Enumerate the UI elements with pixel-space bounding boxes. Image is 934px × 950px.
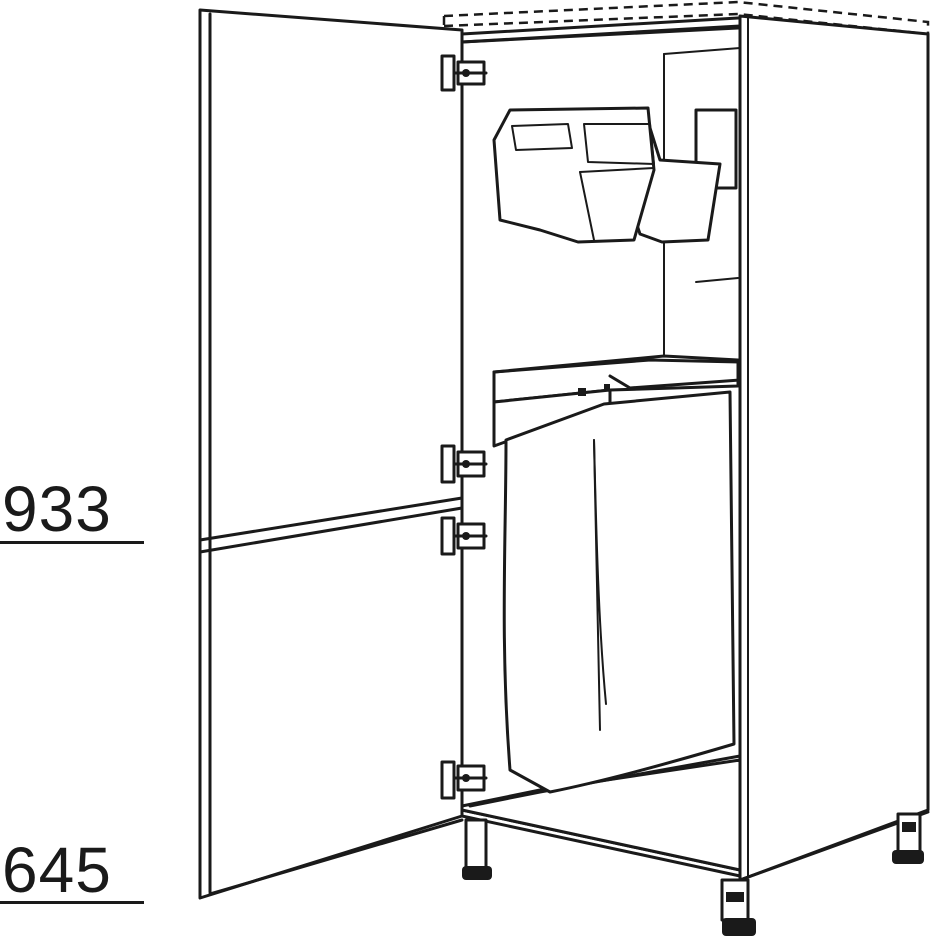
dimension-upper-label: 933 (2, 473, 112, 545)
leg-back-right (892, 812, 924, 864)
hinge-middle-1 (440, 444, 488, 484)
large-container (492, 106, 656, 244)
dimension-lower-label: 645 (2, 834, 112, 906)
utensil-rail (492, 106, 738, 244)
dimension-upper-line (0, 541, 144, 544)
side-panel (738, 14, 930, 882)
leg-front-left (462, 818, 492, 880)
laundry-bag (502, 390, 736, 794)
hinge-top (440, 54, 488, 92)
leg-front-right (720, 878, 756, 936)
hinge-bottom (440, 760, 488, 800)
hinge-middle-2 (440, 516, 488, 556)
laundry-basket (492, 354, 742, 794)
door-panel (198, 8, 464, 900)
dimension-lower-line (0, 901, 144, 904)
door-split (198, 496, 464, 542)
cabinet-door (198, 8, 464, 900)
